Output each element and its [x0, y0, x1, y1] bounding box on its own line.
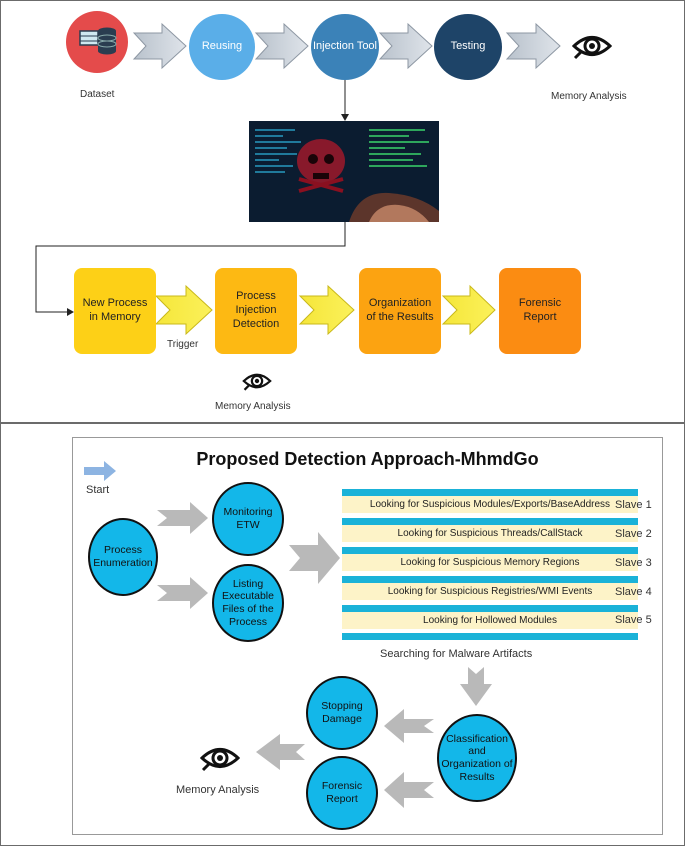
bottom-inner-frame [72, 437, 663, 835]
slave-separator [342, 547, 638, 554]
listing-files-node: Listing Executable Files of the Process [212, 564, 284, 642]
process-enumeration-node: Process Enumeration [88, 518, 158, 596]
searching-label: Searching for Malware Artifacts [380, 648, 533, 660]
eye-icon [200, 743, 240, 773]
arrow-icon [384, 772, 434, 808]
memory-analysis-top-label: Memory Analysis [551, 91, 627, 102]
slave-label-1: Slave 1 [615, 499, 652, 511]
connector-lines [35, 80, 349, 316]
new-process-box: New Process in Memory [74, 268, 156, 354]
monitoring-etw-node: Monitoring ETW [212, 482, 284, 556]
slave-row-5: Looking for Hollowed Modules [342, 612, 638, 629]
slave-separator [342, 576, 638, 583]
slave-label-5: Slave 5 [615, 614, 652, 626]
slave-separator [342, 605, 638, 612]
arrow-icon [157, 502, 208, 534]
arrow-icon [460, 667, 492, 706]
arrow-icon [505, 22, 561, 70]
testing-node: Testing [434, 14, 502, 80]
trigger-label: Trigger [167, 339, 199, 350]
top-gray-arrows [132, 22, 561, 70]
start-arrow-icon [84, 461, 116, 481]
slave-label-3: Slave 3 [615, 557, 652, 569]
slave-separator [342, 489, 638, 496]
start-label: Start [86, 484, 110, 496]
slave-row-3: Looking for Suspicious Memory Regions [342, 554, 638, 571]
forensic-report-box: Forensic Report [499, 268, 581, 354]
slave-row-4: Looking for Suspicious Registries/WMI Ev… [342, 583, 638, 600]
arrow-icon [154, 284, 213, 336]
arrow-icon [254, 22, 309, 70]
arrow-icon [256, 734, 305, 770]
slave-label-4: Slave 4 [615, 586, 652, 598]
injection-tool-node: Injection Tool [311, 14, 379, 80]
arrow-icon [289, 532, 340, 584]
arrow-icon [298, 284, 355, 336]
reusing-node: Reusing [189, 14, 255, 80]
stopping-damage-node: Stopping Damage [306, 676, 378, 750]
process-injection-detection-box: Process Injection Detection [215, 268, 297, 354]
slave-separator [342, 518, 638, 525]
arrow-icon [378, 22, 433, 70]
arrow-icon [441, 284, 496, 336]
memory-analysis-bottom-label: Memory Analysis [215, 401, 291, 412]
top-yellow-arrows [154, 284, 496, 336]
database-icon [66, 11, 128, 73]
memory-analysis-label: Memory Analysis [176, 784, 260, 796]
organization-box: Organization of the Results [359, 268, 441, 354]
classification-node: Classification and Organization of Resul… [437, 714, 517, 802]
arrow-icon [384, 709, 434, 743]
forensic-report-node: Forensic Report [306, 756, 378, 830]
dataset-label: Dataset [80, 89, 115, 100]
slave-row-2: Looking for Suspicious Threads/CallStack [342, 525, 638, 542]
arrow-icon [157, 577, 208, 609]
hacker-image [249, 121, 439, 222]
slave-separator [342, 633, 638, 640]
page-title: Proposed Detection Approach-MhmdGo [196, 449, 539, 469]
arrow-icon [132, 22, 187, 70]
slave-row-1: Looking for Suspicious Modules/Exports/B… [342, 496, 638, 513]
slave-label-2: Slave 2 [615, 528, 652, 540]
